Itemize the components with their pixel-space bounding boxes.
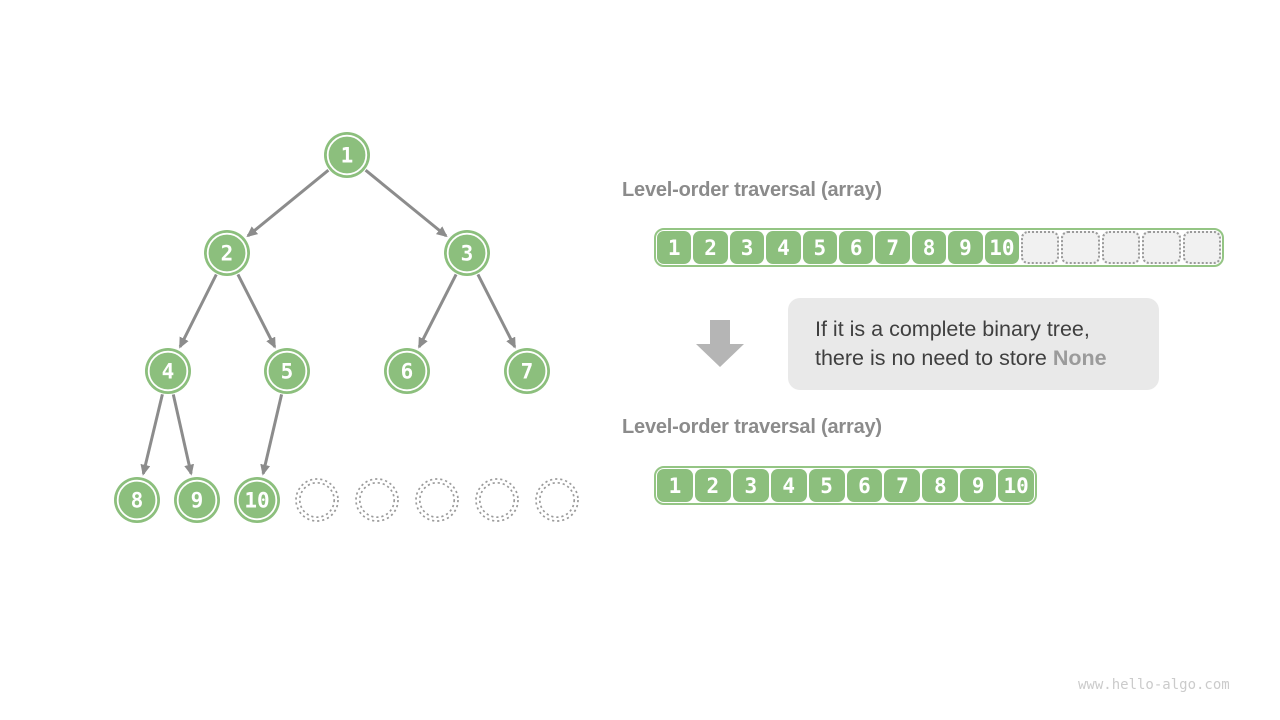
array-cell: 8 — [911, 231, 947, 264]
array-cell: 6 — [846, 469, 883, 502]
tree-node-10: 10 — [234, 477, 280, 523]
empty-array-cell — [1021, 231, 1060, 264]
callout-none-highlight: None — [1052, 346, 1107, 370]
tree-node-2: 2 — [204, 230, 250, 276]
tree-edge-3-7 — [476, 273, 517, 349]
tree-node-label: 9 — [191, 489, 204, 513]
tree-node-4: 4 — [145, 348, 191, 394]
array-cell: 2 — [694, 469, 731, 502]
tree-node-label: 2 — [221, 242, 234, 266]
tree-edge-2-5 — [236, 273, 277, 349]
top-array: 1 2 3 4 5 6 7 8 9 10 — [654, 228, 1224, 267]
tree-node-label: 3 — [461, 242, 474, 266]
empty-array-cell — [1101, 231, 1141, 264]
array-cell: 7 — [884, 469, 921, 502]
callout-line-1: If it is a complete binary tree, — [815, 317, 1090, 341]
tree-node-3: 3 — [444, 230, 490, 276]
tree-node-label: 4 — [162, 360, 175, 384]
down-arrow-icon — [696, 320, 744, 367]
array-cell: 10 — [998, 469, 1035, 502]
empty-array-cell — [1142, 231, 1181, 264]
array-cell: 5 — [802, 231, 838, 264]
bottom-array-title: Level-order traversal (array) — [622, 416, 882, 438]
tree-edge-1-2 — [246, 169, 330, 238]
site-watermark: www.hello-algo.com — [1078, 677, 1230, 693]
tree-edge-2-4 — [178, 273, 218, 349]
array-cell: 7 — [875, 231, 910, 264]
tree-edge-1-3 — [364, 169, 448, 238]
callout-line-2: there is no need to store None — [815, 344, 1159, 373]
empty-node-2 — [355, 478, 399, 522]
callout-box: If it is a complete binary tree, there i… — [788, 298, 1159, 390]
empty-array-cell — [1182, 231, 1222, 264]
array-cell: 3 — [732, 469, 769, 502]
array-cell: 9 — [960, 469, 997, 502]
array-cell: 9 — [948, 231, 983, 264]
tree-node-9: 9 — [174, 477, 220, 523]
bottom-array: 1 2 3 4 5 6 7 8 9 10 — [654, 466, 1037, 505]
tree-edge-4-9 — [171, 394, 195, 476]
array-cell: 2 — [693, 231, 728, 264]
callout-line-2-text: there is no need to store — [815, 346, 1053, 370]
array-cell: 4 — [770, 469, 807, 502]
tree-node-label: 8 — [131, 489, 144, 513]
tree-edges — [140, 169, 517, 476]
empty-node-1 — [295, 478, 339, 522]
tree-node-6: 6 — [384, 348, 430, 394]
tree-edge-4-8 — [140, 393, 164, 476]
tree-edge-5-10 — [260, 394, 284, 476]
tree-node-5: 5 — [264, 348, 310, 394]
tree-node-label: 7 — [521, 360, 534, 384]
tree-node-label: 1 — [341, 144, 354, 168]
empty-node-4 — [475, 478, 519, 522]
top-array-title: Level-order traversal (array) — [622, 179, 882, 201]
tree-node-7: 7 — [504, 348, 550, 394]
tree-node-8: 8 — [114, 477, 160, 523]
array-cell: 3 — [729, 231, 765, 264]
array-cell: 6 — [839, 231, 874, 264]
empty-array-cell — [1061, 231, 1100, 264]
array-cell: 10 — [984, 231, 1020, 264]
tree-node-label: 10 — [244, 489, 269, 513]
tree-node-label: 5 — [281, 360, 294, 384]
binary-tree-diagram: 1 2 3 4 5 6 7 8 9 10 — [114, 132, 579, 523]
array-cell: 8 — [922, 469, 959, 502]
tree-node-1: 1 — [324, 132, 370, 178]
empty-node-5 — [535, 478, 579, 522]
array-cell: 4 — [766, 231, 801, 264]
tree-node-label: 6 — [401, 360, 414, 384]
array-cell: 5 — [808, 469, 845, 502]
array-cell: 1 — [657, 231, 692, 264]
empty-node-3 — [415, 478, 459, 522]
tree-edge-3-6 — [417, 273, 458, 349]
array-cell: 1 — [657, 469, 693, 502]
